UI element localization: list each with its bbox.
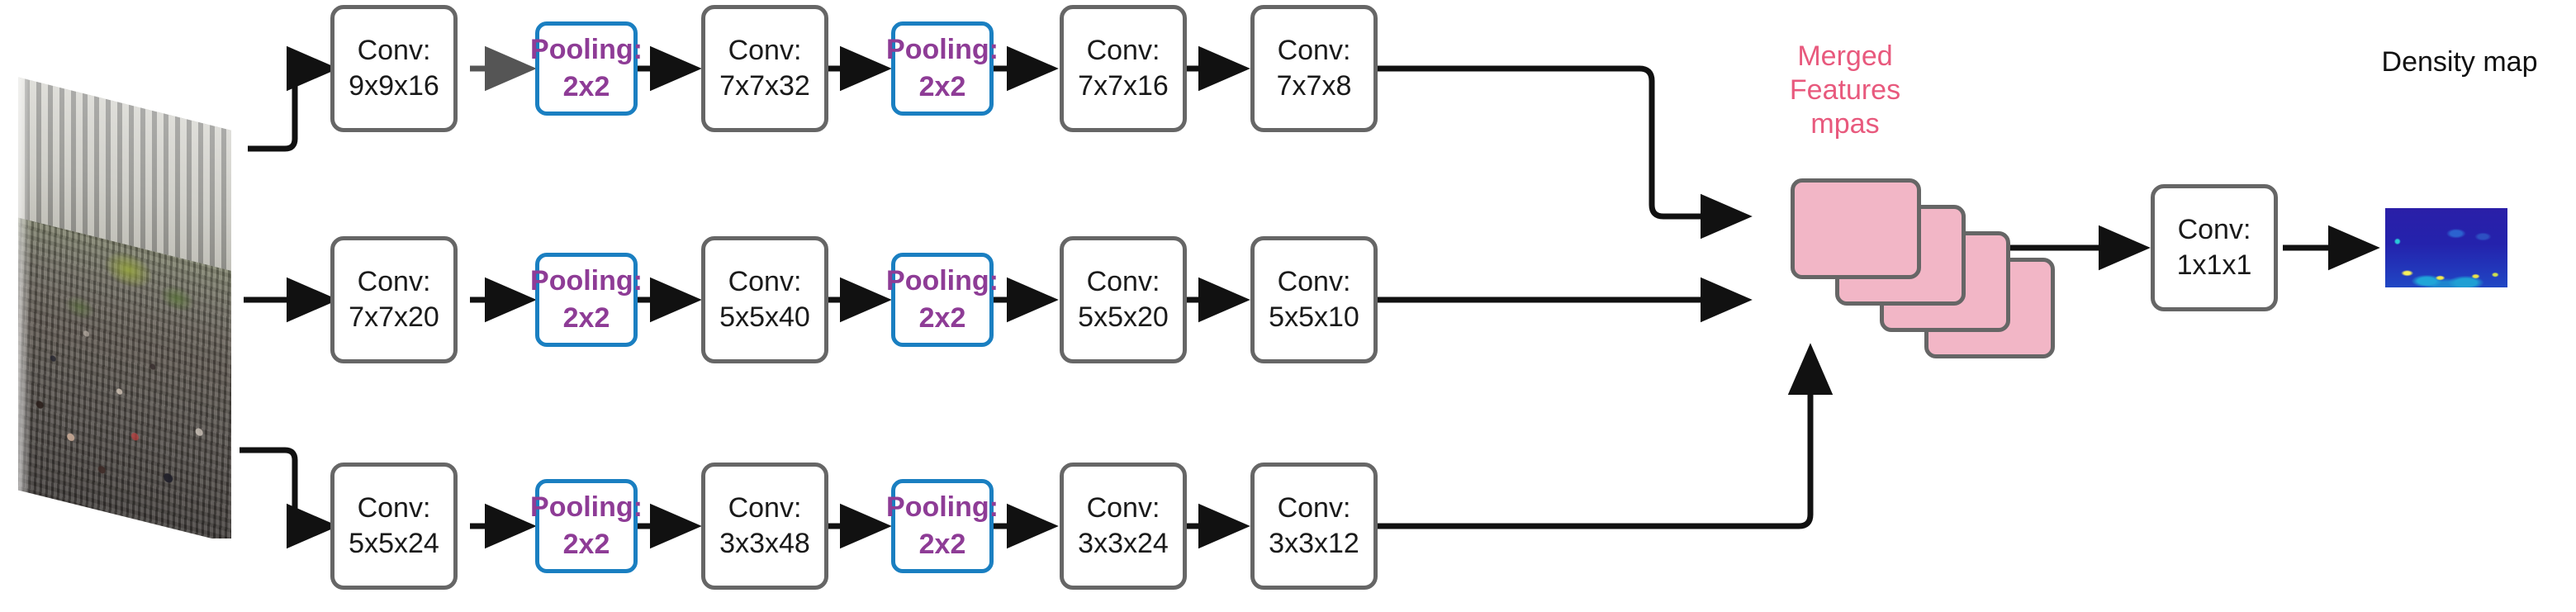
- node-label-line1: Conv:: [728, 491, 802, 524]
- branch2-conv-4[interactable]: Conv: 5x5x10: [1250, 236, 1378, 363]
- branch2-conv-3[interactable]: Conv: 5x5x20: [1060, 236, 1187, 363]
- node-label-line2: 5x5x40: [719, 301, 810, 333]
- node-label-line1: Pooling:: [530, 264, 643, 297]
- node-label-line1: Conv:: [728, 265, 802, 297]
- node-label-line1: Pooling:: [886, 264, 999, 297]
- node-label-line2: 2x2: [562, 302, 610, 334]
- branch2-pooling-1[interactable]: Pooling: 2x2: [530, 253, 643, 347]
- crowd-input-image-surface: [18, 76, 231, 538]
- branch1-conv-1[interactable]: Conv: 9x9x16: [330, 5, 458, 132]
- node-label-line1: Pooling:: [886, 491, 999, 523]
- branch3-pooling-2[interactable]: Pooling: 2x2: [886, 479, 999, 573]
- node-label-line2: 3x3x12: [1269, 528, 1359, 559]
- node-label-line1: Conv:: [2177, 213, 2251, 245]
- branch1-pooling-1[interactable]: Pooling: 2x2: [530, 21, 643, 116]
- node-label-line2: 5x5x20: [1078, 301, 1169, 333]
- branch3-conv-2[interactable]: Conv: 3x3x48: [701, 463, 828, 590]
- branch1-conv-3[interactable]: Conv: 7x7x16: [1060, 5, 1187, 132]
- fusion-conv-1x1x1[interactable]: Conv: 1x1x1: [2151, 184, 2278, 311]
- branch1-pooling-2[interactable]: Pooling: 2x2: [886, 21, 999, 116]
- node-label-line2: 3x3x48: [719, 528, 810, 559]
- density-map-image: [2385, 208, 2507, 287]
- node-label-line1: Conv:: [357, 34, 431, 66]
- node-label-line1: Conv:: [1086, 265, 1160, 297]
- branch1-conv-4[interactable]: Conv: 7x7x8: [1250, 5, 1378, 132]
- node-label-line2: 2x2: [918, 302, 966, 334]
- branch2-conv-1[interactable]: Conv: 7x7x20: [330, 236, 458, 363]
- branch1-conv-2[interactable]: Conv: 7x7x32: [701, 5, 828, 132]
- node-label-line1: Pooling:: [530, 33, 643, 65]
- node-label-line1: Conv:: [357, 265, 431, 297]
- node-label-line2: 2x2: [562, 71, 610, 102]
- node-label-line2: 7x7x32: [719, 70, 810, 102]
- arrow-input-to-branch3: [240, 447, 339, 549]
- arrow-b1-to-merge: [1378, 65, 1753, 240]
- node-label-line1: Pooling:: [886, 33, 999, 65]
- merged-features-label: Merged Features mpas: [1789, 40, 1901, 140]
- node-label-line2: 3x3x24: [1078, 528, 1169, 559]
- node-label-line2: 2x2: [918, 529, 966, 560]
- arrow-b3-to-merge: [1378, 343, 1834, 529]
- node-label-line2: 1x1x1: [2176, 249, 2252, 281]
- arrow-input-to-branch1: [248, 45, 339, 152]
- node-label-line1: Conv:: [1086, 34, 1160, 66]
- node-label-line2: 7x7x20: [349, 301, 439, 333]
- branch2-pooling-2[interactable]: Pooling: 2x2: [886, 253, 999, 347]
- density-map-label: Density map: [2381, 46, 2538, 78]
- node-label-line2: 7x7x16: [1078, 70, 1169, 102]
- node-label-line1: Pooling:: [530, 491, 643, 523]
- node-label-line2: 5x5x24: [349, 528, 439, 559]
- node-label-line1: Conv:: [1277, 265, 1351, 297]
- node-label-line2: 2x2: [562, 529, 610, 560]
- branch3-conv-1[interactable]: Conv: 5x5x24: [330, 463, 458, 590]
- node-label-line1: Conv:: [357, 491, 431, 524]
- node-label-line1: Conv:: [1086, 491, 1160, 524]
- node-label-line2: 5x5x10: [1269, 301, 1359, 333]
- node-label-line1: Conv:: [1277, 491, 1351, 524]
- branch3-conv-3[interactable]: Conv: 3x3x24: [1060, 463, 1187, 590]
- node-label-line1: Conv:: [728, 34, 802, 66]
- node-label-line2: 9x9x16: [349, 70, 439, 102]
- merged-feature-map-1: [1791, 178, 1921, 279]
- crowd-input-image: [18, 76, 231, 538]
- node-label-line2: 7x7x8: [1276, 70, 1352, 102]
- branch3-conv-4[interactable]: Conv: 3x3x12: [1250, 463, 1378, 590]
- node-label-line1: Conv:: [1277, 34, 1351, 66]
- branch3-pooling-1[interactable]: Pooling: 2x2: [530, 479, 643, 573]
- node-label-line2: 2x2: [918, 71, 966, 102]
- branch2-conv-2[interactable]: Conv: 5x5x40: [701, 236, 828, 363]
